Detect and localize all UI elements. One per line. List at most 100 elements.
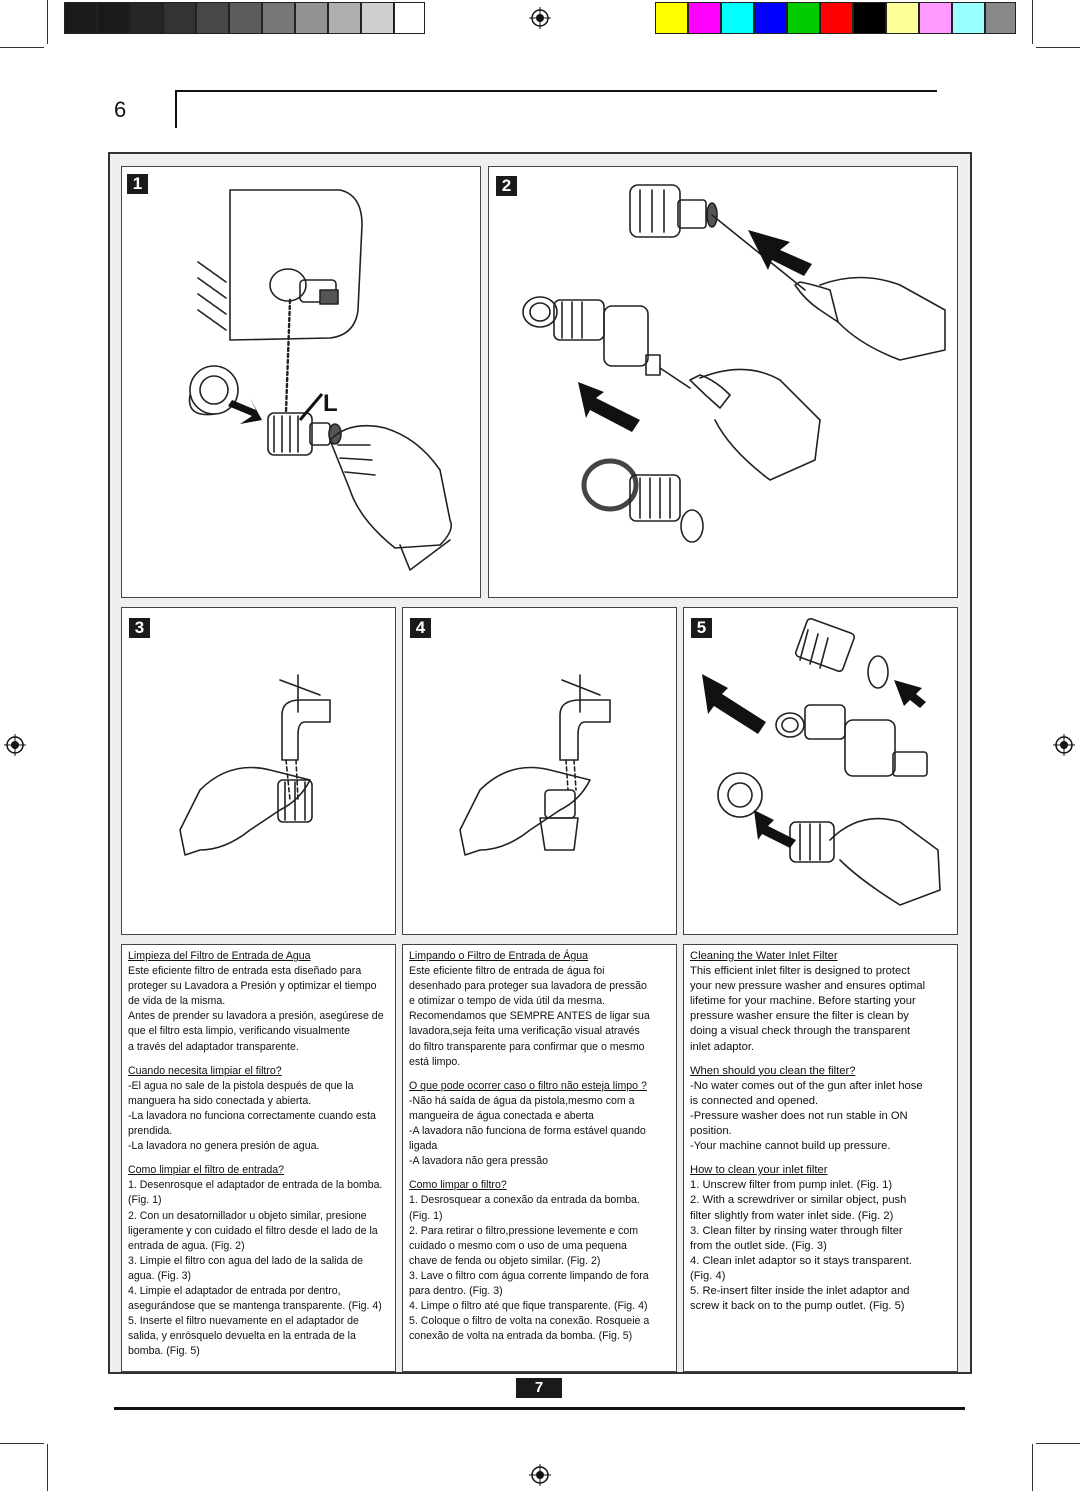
text-line: desenhado para proteger sua lavadora de … — [409, 980, 647, 993]
text-line: 5. Coloque o filtro de volta na conexão.… — [409, 1315, 650, 1328]
color-swatch — [985, 2, 1016, 34]
figure-number: 1 — [127, 174, 148, 194]
figure-1-panel — [121, 166, 481, 598]
text-line: 2. Con un desatornillador u objeto simil… — [128, 1209, 367, 1222]
text-line: from the outlet side. (Fig. 3) — [690, 1239, 827, 1252]
figure-number: 4 — [410, 618, 431, 638]
text-line: do filtro transparente para confirmar qu… — [409, 1040, 645, 1053]
figure-5-panel — [683, 607, 958, 935]
color-swatch — [655, 2, 688, 34]
text-line: -A lavadora não funciona de forma estáve… — [409, 1125, 646, 1138]
crop-mark — [1036, 47, 1080, 48]
crop-mark — [0, 47, 44, 48]
registration-mark-icon — [1053, 734, 1075, 756]
en-how: 1. Unscrew filter from pump inlet. (Fig.… — [690, 1178, 951, 1314]
subsection-title: O que pode ocorrer caso o filtro não est… — [409, 1079, 647, 1092]
crop-mark — [1036, 1443, 1080, 1444]
es-how: 1. Desenrosque el adaptador de entrada d… — [128, 1178, 389, 1359]
en-intro: This efficient inlet filter is designed … — [690, 964, 951, 1055]
en-when: -No water comes out of the gun after inl… — [690, 1079, 951, 1154]
text-line: 1. Unscrew filter from pump inlet. (Fig.… — [690, 1179, 893, 1192]
subsection-title: Como limpar o filtro? — [409, 1179, 507, 1192]
color-swatch — [886, 2, 919, 34]
text-line: lifetime for your machine. Before starti… — [690, 995, 916, 1008]
pt-intro: Este eficiente filtro de entrada de água… — [409, 964, 670, 1070]
adaptor-rinse-illustration — [459, 674, 611, 856]
figure-number: 3 — [129, 618, 150, 638]
faucet-rinse-illustration — [179, 674, 331, 856]
text-line: Recomendamos que SEMPRE ANTES de ligar s… — [409, 1010, 650, 1023]
text-line: 3. Clean filter by rinsing water through… — [690, 1224, 903, 1237]
text-line: 3. Limpie el filtro con agua del lado de… — [128, 1254, 363, 1267]
text-line: 5. Inserte el filtro nuevamente en el ad… — [128, 1315, 359, 1328]
figure-3-panel — [121, 607, 396, 935]
text-line: 1. Desrosquear a conexão da entrada da b… — [409, 1194, 640, 1207]
text-line: This efficient inlet filter is designed … — [690, 965, 910, 978]
callout-l-lines — [298, 393, 324, 421]
registration-mark-icon — [4, 734, 26, 756]
page-number-bottom: 7 — [516, 1378, 562, 1398]
inlet-adaptor-illustration — [267, 412, 342, 456]
gray-swatch — [97, 2, 130, 34]
figure-number: 2 — [496, 176, 517, 196]
color-swatch — [688, 2, 721, 34]
text-line: (Fig. 1) — [128, 1194, 162, 1207]
crop-mark — [47, 0, 48, 44]
figure-2-panel — [488, 166, 958, 598]
text-line: 5. Re-insert filter inside the inlet ada… — [690, 1284, 910, 1297]
gray-swatch — [394, 2, 425, 34]
text-line: -No water comes out of the gun after inl… — [690, 1079, 923, 1092]
text-line: (Fig. 1) — [409, 1209, 443, 1222]
text-line: inlet adaptor. — [690, 1040, 755, 1053]
text-line: filter slightly from water inlet side. (… — [690, 1209, 894, 1222]
spanish-instructions: Limpieza del Filtro de Entrada de Agua E… — [121, 944, 396, 1372]
subsection-title: When should you clean the filter? — [690, 1064, 856, 1077]
text-line: Este eficiente filtro de entrada esta di… — [128, 965, 362, 978]
text-line: asegurándose que se mantenga transparent… — [128, 1300, 382, 1313]
text-line: is connected and opened. — [690, 1094, 819, 1107]
pt-how: 1. Desrosquear a conexão da entrada da b… — [409, 1193, 670, 1344]
text-line: lavadora,seja feita uma verificação visu… — [409, 1025, 640, 1038]
text-line: your new pressure washer and ensures opt… — [690, 980, 926, 993]
text-line: salida, y enrósquelo devuelta en la entr… — [128, 1330, 356, 1343]
text-line: bomba. (Fig. 5) — [128, 1345, 200, 1358]
es-intro: Este eficiente filtro de entrada esta di… — [128, 964, 389, 1055]
color-swatch — [853, 2, 886, 34]
subsection-title: Cuando necesita limpiar el filtro? — [128, 1064, 282, 1077]
text-line: cuidado o mesmo com o uso de uma pequena — [409, 1239, 627, 1252]
text-line: pressure washer ensure the filter is cle… — [690, 1010, 909, 1023]
crop-mark — [1032, 0, 1033, 44]
subsection-title: How to clean your inlet filter — [690, 1164, 828, 1177]
pressure-washer-body-illustration — [188, 189, 363, 416]
gray-swatch — [196, 2, 229, 34]
gray-swatch — [295, 2, 328, 34]
section-title: Limpando o Filtro de Entrada de Água — [409, 950, 589, 962]
text-line: entrada de agua. (Fig. 2) — [128, 1239, 245, 1252]
text-line: 2. Para retirar o filtro,pressione levem… — [409, 1224, 639, 1237]
text-line: 3. Lave o filtro com água corrente limpa… — [409, 1269, 649, 1282]
filter-reinsert-illustration — [717, 617, 941, 906]
text-line: screw it back on to the pump outlet. (Fi… — [690, 1300, 905, 1313]
text-line: 2. With a screwdriver or similar object,… — [690, 1194, 907, 1207]
text-line: position. — [690, 1125, 732, 1138]
text-line: para dentro. (Fig. 3) — [409, 1284, 503, 1297]
text-line: 4. Limpe o filtro até que fique transpar… — [409, 1300, 648, 1313]
filter-removal-illustration — [522, 184, 946, 543]
figure-callout-label: L — [323, 390, 338, 417]
text-line: (Fig. 4) — [690, 1269, 726, 1282]
color-swatch — [919, 2, 952, 34]
text-line: Este eficiente filtro de entrada de água… — [409, 965, 605, 978]
text-line: que el filtro esta limpio, verificando v… — [128, 1025, 350, 1038]
es-when: -El agua no sale de la pistola después d… — [128, 1079, 389, 1154]
section-title: Cleaning the Water Inlet Filter — [690, 950, 838, 962]
text-line: -La lavadora no genera presión de agua. — [128, 1140, 320, 1153]
registration-mark-icon — [529, 1464, 551, 1486]
text-line: 4. Limpie el adaptador de entrada por de… — [128, 1284, 341, 1297]
text-line: conexão de volta na entrada da bomba. (F… — [409, 1330, 633, 1343]
portuguese-instructions: Limpando o Filtro de Entrada de Água Est… — [402, 944, 677, 1372]
gray-swatch — [130, 2, 163, 34]
arrow-icons — [228, 230, 926, 848]
text-line: ligeramente y con cuidado el filtro desd… — [128, 1224, 378, 1237]
text-line: agua. (Fig. 3) — [128, 1269, 192, 1282]
color-swatch — [754, 2, 787, 34]
